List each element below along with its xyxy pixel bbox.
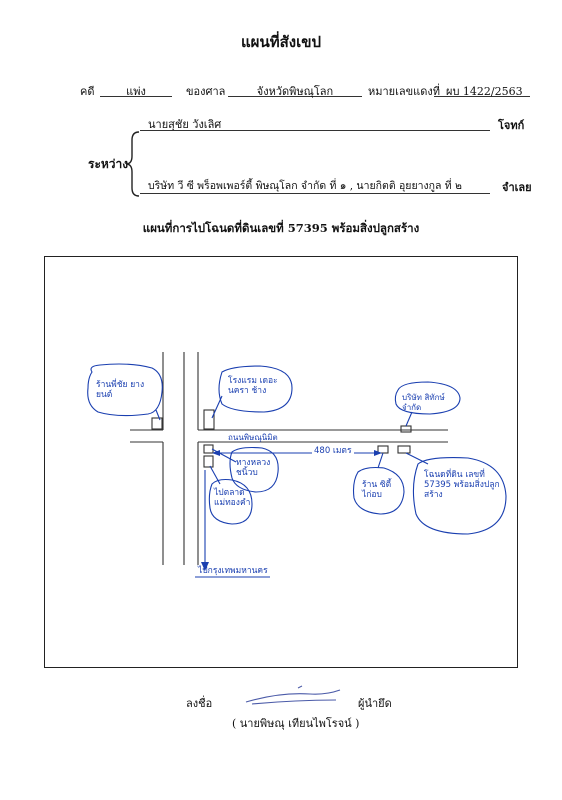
- hotel-box: [203, 409, 215, 430]
- destination-bubble: [412, 457, 507, 535]
- court-line: [228, 96, 362, 97]
- gas-station-pointer: [155, 409, 161, 421]
- gas-station-box: [151, 417, 163, 430]
- market-box: [203, 455, 214, 468]
- temple-pointer: [211, 448, 237, 463]
- case-type: แพ่ง: [126, 85, 146, 98]
- to-bangkok-label: ไปกรุงเทพมหานคร: [198, 566, 268, 576]
- defendant-name: บริษัท วี ซี พร็อพเพอร์ตี้ พิษณุโลก จำกั…: [148, 180, 462, 192]
- map-frame: [44, 256, 518, 668]
- plaintiff-name: นายสุชัย วังเลิศ: [148, 118, 222, 131]
- between-label: ระหว่าง: [88, 157, 129, 171]
- case-type-line: [100, 96, 172, 97]
- hotel-bubble: [218, 365, 293, 413]
- market-pointer: [209, 465, 221, 485]
- gas-station-label: ร้านพี่ชัย ยางยนต์: [96, 380, 145, 400]
- defendant-line: [140, 193, 490, 194]
- document-title: แผนที่สังเขป: [241, 33, 321, 51]
- signer-name: ( นายพิษณุ เทียนไพโรจน์ ): [232, 717, 360, 730]
- company-box: [400, 425, 412, 433]
- market-bubble: [208, 478, 253, 525]
- shop-box: [377, 445, 389, 454]
- case-label: คดี: [80, 85, 95, 98]
- temple-box: [203, 444, 214, 454]
- temple-label: ทางหลวง ชนิ้วบ: [236, 458, 271, 478]
- party-brace: [125, 131, 140, 197]
- destination-label: โฉนดที่ดิน เลขที่ 57395 พร้อมสิ่งปลูกสร้…: [424, 470, 500, 500]
- plaintiff-line: [140, 130, 490, 131]
- red-number-label: หมายเลขแดงที่: [368, 85, 440, 98]
- shop-bubble: [352, 466, 405, 515]
- distance-label: 480 เมตร: [312, 446, 354, 456]
- distance-arrow-left: [212, 450, 220, 456]
- shop-label: ร้าน ซิตี้ ไก่อบ: [362, 480, 392, 500]
- signature-mark: [245, 685, 341, 705]
- market-label: ไปตลาด แม่ทองคำ: [214, 488, 251, 508]
- plaintiff-role: โจทก์: [498, 119, 525, 132]
- defendant-role: จำเลย: [502, 181, 532, 194]
- shop-pointer: [377, 452, 384, 469]
- court-name: จังหวัดพิษณุโลก: [256, 85, 334, 98]
- destination-box: [397, 445, 411, 454]
- gas-station-bubble: [87, 363, 163, 417]
- temple-bubble: [229, 446, 279, 493]
- hotel-label: โรงแรม เดอะ นครา ช้าง: [228, 376, 278, 396]
- signer-role: ผู้นำยึด: [358, 697, 392, 710]
- company-pointer: [405, 411, 413, 427]
- company-bubble: [394, 381, 461, 415]
- red-number: ผบ 1422/2563: [446, 85, 523, 98]
- red-number-line: [434, 96, 530, 97]
- bangkok-arrow-head: [201, 562, 209, 571]
- sign-label: ลงชื่อ: [186, 697, 213, 710]
- court-label: ของศาล: [186, 85, 226, 98]
- distance-arrow-right: [374, 450, 382, 456]
- hotel-pointer: [211, 395, 223, 419]
- destination-pointer: [405, 452, 429, 465]
- company-label: บริษัท สิทักษ์ จำกัด: [402, 393, 445, 412]
- road-name-label: ถนนพิษณุนิมิต: [228, 433, 278, 442]
- map-title: แผนที่การไปโฉนดที่ดินเลขที่ 57395 พร้อมส…: [142, 221, 420, 235]
